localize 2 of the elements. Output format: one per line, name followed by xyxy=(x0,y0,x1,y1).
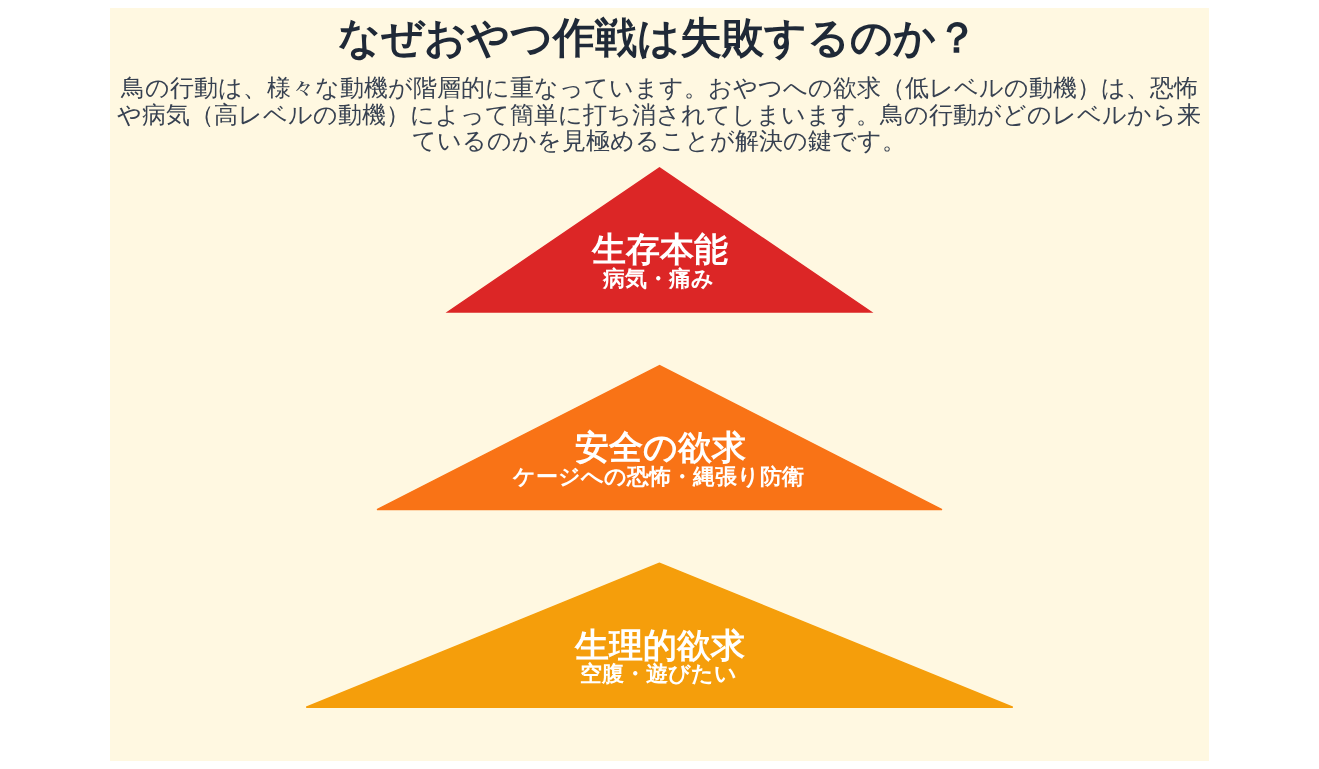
label: 鳥の行動は、様々な動機が階層的に重なっています。おやつへの欲求（低レベルの動機）は、恐怖や病気（高レベルの動機）によって簡単に打ち消されてしまいます。鳥の行動がどのレベルから来ているのかを見極めることが解決の鍵です。 xyxy=(117,73,1202,156)
diagram-title: なぜおやつ作戦は失敗するのか？ xyxy=(338,12,979,62)
